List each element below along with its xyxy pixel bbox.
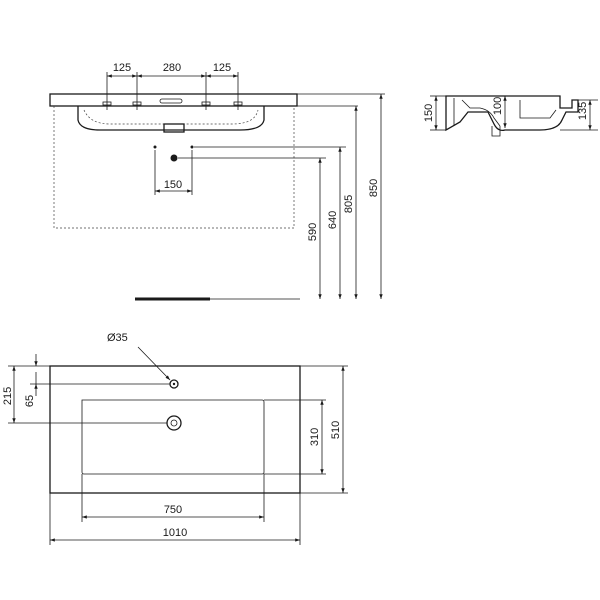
side-label-135: 135 — [577, 102, 589, 120]
height-label-590: 590 — [307, 223, 319, 241]
overflow-slot — [159, 98, 183, 104]
basin-top-slab — [49, 93, 298, 107]
right-label-310: 310 — [309, 428, 321, 446]
tap-dim-1: 125 — [113, 62, 131, 74]
hole-diameter-label: Ø35 — [107, 332, 128, 344]
height-label-805: 805 — [343, 195, 355, 213]
height-label-850: 850 — [368, 179, 380, 197]
tap-dim-3: 125 — [213, 62, 231, 74]
tap-dim-2: 280 — [163, 62, 181, 74]
side-label-100: 100 — [492, 97, 504, 115]
right-label-510: 510 — [330, 421, 342, 439]
cabinet-outline — [53, 106, 295, 229]
tap-hole-leader — [137, 346, 171, 381]
bottom-label-1010: 1010 — [163, 527, 187, 539]
drain-offset-dim: 150 — [164, 179, 182, 191]
wall-drain-point — [170, 154, 178, 162]
waste-hole — [166, 415, 182, 431]
tap-holes — [102, 72, 243, 110]
basin-bowl-inner — [83, 109, 259, 125]
side-view: 150 100 135 — [423, 95, 598, 137]
basin-bowl-outline — [77, 106, 265, 131]
bottom-label-750: 750 — [164, 504, 182, 516]
waste-outlet — [163, 123, 185, 133]
bowl-outline — [81, 399, 265, 475]
left-label-65: 65 — [24, 395, 36, 407]
side-profile-inner — [453, 98, 557, 127]
left-label-215: 215 — [2, 387, 14, 405]
side-profile — [445, 95, 579, 132]
top-view: Ø35 215 65 310 510 750 1010 — [2, 332, 348, 545]
basin-outer-outline — [49, 365, 301, 494]
height-label-640: 640 — [327, 211, 339, 229]
front-view: 125 280 125 150 590 640 805 850 — [49, 62, 385, 301]
side-label-150: 150 — [423, 104, 435, 122]
